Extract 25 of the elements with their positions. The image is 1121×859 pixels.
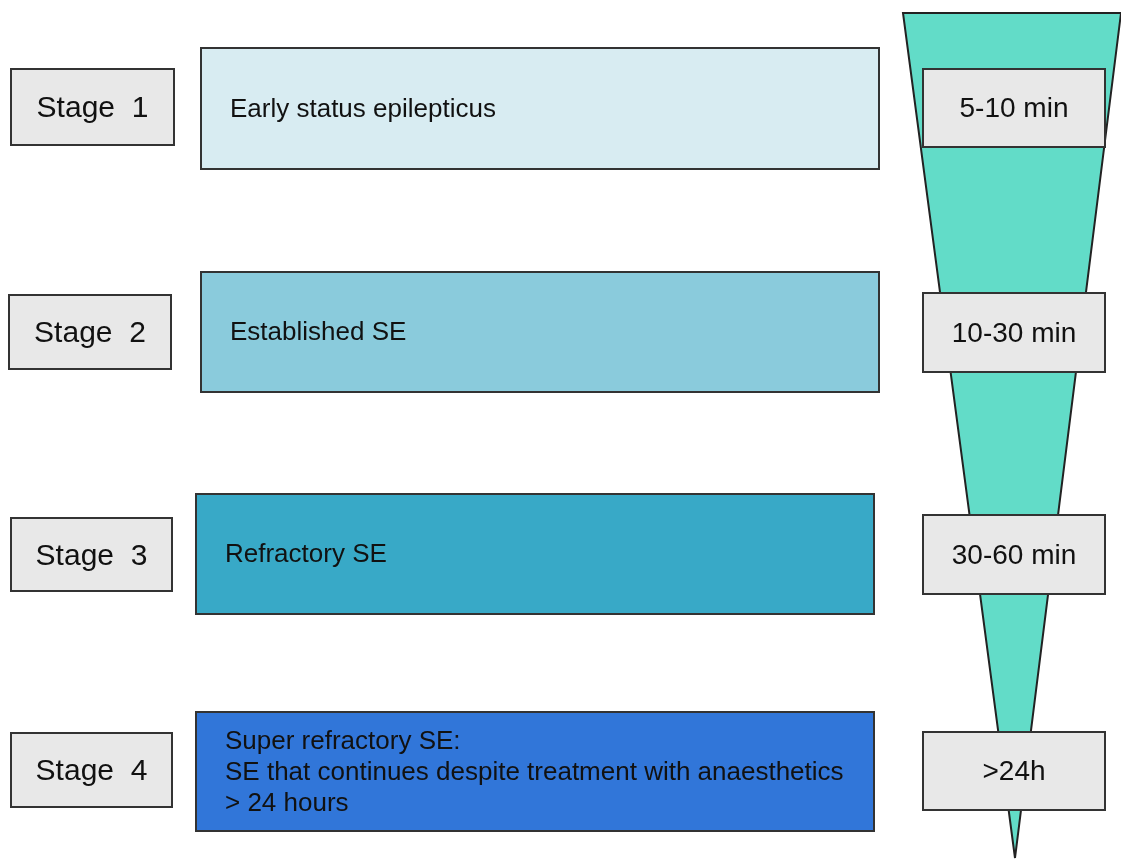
- duration-box: [922, 292, 1106, 373]
- description-text: Established SE: [230, 316, 408, 348]
- stage-box: [8, 294, 172, 370]
- stage-label: Stage 3: [34, 536, 149, 573]
- duration-box: [922, 731, 1106, 811]
- duration-label: >24h: [981, 754, 1047, 788]
- description-heading: Super refractory SE:: [225, 724, 462, 756]
- stage-description-box: [200, 47, 880, 170]
- description-text: Early status epilepticus: [230, 92, 497, 125]
- duration-box: [922, 514, 1106, 595]
- stage-box: [10, 517, 173, 592]
- stage-label: Stage 2: [33, 314, 147, 350]
- stage-description-box: [195, 711, 875, 832]
- duration-label: 30-60 min: [950, 537, 1078, 572]
- duration-label: 5-10 min: [958, 91, 1070, 125]
- stage-description-box: [195, 493, 875, 615]
- stage-label: Stage 1: [35, 89, 150, 125]
- duration-label: 10-30 min: [950, 315, 1078, 350]
- stage-description-box: [200, 271, 880, 393]
- description-text: SE that continues despite treatment with anaesthetics > 24 hours: [225, 755, 845, 819]
- description-text: Refractory SE: [225, 538, 388, 570]
- stage-box: [10, 68, 175, 146]
- duration-box: [922, 68, 1106, 148]
- stage-box: [10, 732, 173, 808]
- stage-label: Stage 4: [34, 752, 149, 788]
